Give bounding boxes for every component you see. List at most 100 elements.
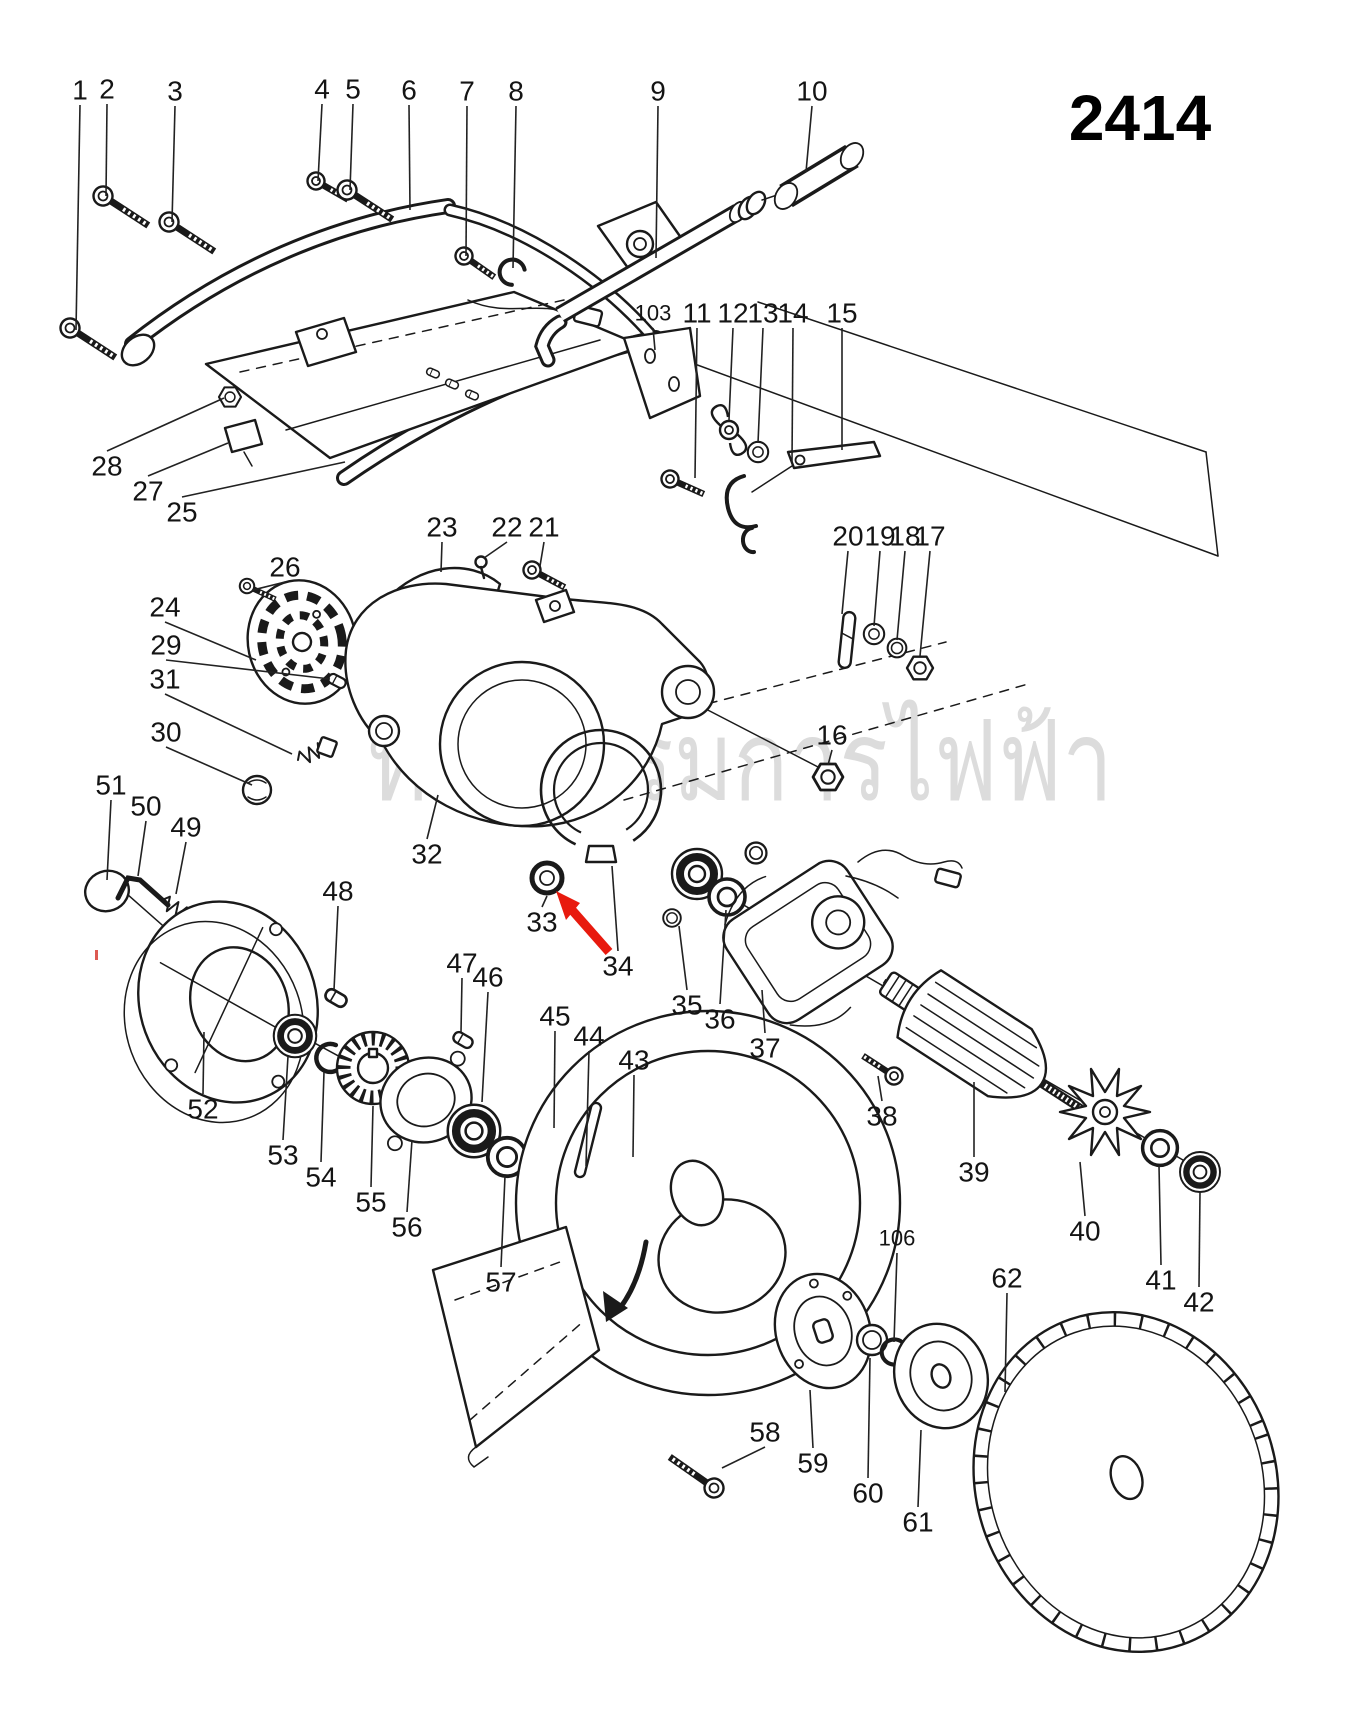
leader-line-38 — [877, 1075, 883, 1102]
handle-frame-assembly — [120, 198, 686, 486]
leader-line-25 — [181, 461, 346, 498]
hardware-17-20 — [837, 610, 935, 681]
leader-line-57 — [500, 1175, 506, 1268]
leader-line-36 — [719, 909, 727, 1005]
part-label-17: 17 — [914, 521, 945, 552]
part-label-21: 21 — [528, 512, 559, 543]
ball-bearing-53 — [274, 1015, 317, 1058]
highlight-arrow-33 — [556, 891, 613, 955]
part-label-4: 4 — [314, 74, 330, 105]
cut-off-wheel — [972, 1310, 1280, 1654]
leader-line-103 — [652, 327, 656, 351]
leader-line-8 — [512, 105, 517, 269]
leader-line-24 — [164, 621, 257, 661]
pin-47 — [450, 1029, 476, 1051]
leader-line-51 — [106, 799, 112, 881]
leader-line-10 — [805, 105, 813, 173]
part-label-51: 51 — [95, 770, 126, 801]
retainer-ring-34 — [539, 728, 663, 864]
part-label-9: 9 — [650, 76, 666, 107]
hook-rod-14 — [724, 474, 758, 530]
part-label-52: 52 — [187, 1094, 218, 1125]
leader-line-60 — [867, 1357, 871, 1479]
blade-mounting-group — [773, 1272, 1023, 1430]
leader-line-37 — [761, 989, 766, 1034]
part-label-36: 36 — [704, 1004, 735, 1035]
part-label-27: 27 — [132, 476, 163, 507]
part-label-8: 8 — [508, 76, 524, 107]
leader-line-106 — [893, 1252, 898, 1343]
leader-line-9 — [655, 105, 659, 259]
leader-line-7 — [465, 105, 468, 257]
clamp-8 — [494, 254, 526, 286]
leader-line-28 — [106, 397, 225, 452]
part-label-58: 58 — [749, 1417, 780, 1448]
part-label-59: 59 — [797, 1448, 828, 1479]
part-label-1: 1 — [72, 75, 88, 106]
part-label-106: 106 — [879, 1226, 916, 1251]
leader-line-49 — [175, 841, 187, 895]
part-label-13: 13 — [747, 298, 778, 329]
part-label-5: 5 — [345, 74, 361, 105]
part-label-53: 53 — [267, 1140, 298, 1171]
wing-nut-12 — [710, 403, 748, 457]
motor-housing-32 — [344, 582, 716, 828]
part-label-3: 3 — [167, 76, 183, 107]
armature-39 — [878, 969, 1097, 1121]
pin-48 — [322, 985, 350, 1011]
leader-line-2 — [105, 103, 108, 197]
leader-line-22 — [483, 541, 508, 559]
leader-line-12 — [728, 327, 734, 421]
bearing-retainer-group — [529, 728, 768, 928]
part-label-62: 62 — [991, 1263, 1022, 1294]
dust-deflector — [431, 1225, 727, 1501]
inner-flange-59 — [773, 1272, 873, 1390]
leader-line-55 — [370, 1105, 374, 1188]
ball-bearing-42 — [1180, 1152, 1220, 1192]
leader-line-26 — [252, 581, 286, 591]
part-label-28: 28 — [91, 451, 122, 482]
baffle-and-brush-parts — [236, 570, 358, 806]
leader-line-58 — [721, 1446, 766, 1469]
leader-line-42 — [1198, 1191, 1201, 1288]
leader-line-56 — [406, 1139, 413, 1213]
leader-line-30 — [165, 746, 253, 786]
leader-line-16 — [827, 749, 833, 766]
leader-line-48 — [333, 905, 339, 991]
leader-line-52 — [202, 1031, 205, 1095]
leader-line-32 — [426, 794, 439, 840]
part-label-15: 15 — [826, 298, 857, 329]
gear-housing-52 — [123, 900, 319, 1124]
leader-line-47 — [460, 977, 463, 1033]
stator-37 — [722, 849, 963, 1088]
part-label-46: 46 — [472, 962, 503, 993]
grommet-33 — [529, 860, 565, 896]
part-label-20: 20 — [832, 521, 863, 552]
part-label-45: 45 — [539, 1001, 570, 1032]
part-label-16: 16 — [816, 720, 847, 751]
leader-line-53 — [282, 1055, 289, 1141]
leader-line-33 — [541, 895, 548, 908]
red-tick-mark — [95, 950, 98, 960]
leader-line-43 — [632, 1074, 635, 1158]
leader-line-41 — [1158, 1165, 1162, 1266]
leader-line-23 — [440, 541, 443, 573]
part-label-7: 7 — [459, 76, 475, 107]
part-label-11: 11 — [682, 298, 711, 329]
bolt-58 — [664, 1449, 727, 1501]
leader-line-61 — [917, 1429, 922, 1508]
leader-line-46 — [481, 991, 489, 1103]
part-label-57: 57 — [485, 1267, 516, 1298]
part-label-35: 35 — [671, 990, 702, 1021]
model-number-title: 2414 — [1069, 82, 1212, 154]
switch-box — [294, 316, 358, 368]
part-label-32: 32 — [411, 839, 442, 870]
leader-line-11 — [694, 327, 698, 479]
part-label-43: 43 — [618, 1045, 649, 1076]
part-label-10: 10 — [796, 76, 827, 107]
leader-line-5 — [349, 103, 354, 191]
rod-50 — [115, 875, 171, 908]
switch-slider — [223, 418, 264, 454]
leader-line-20 — [841, 550, 849, 615]
